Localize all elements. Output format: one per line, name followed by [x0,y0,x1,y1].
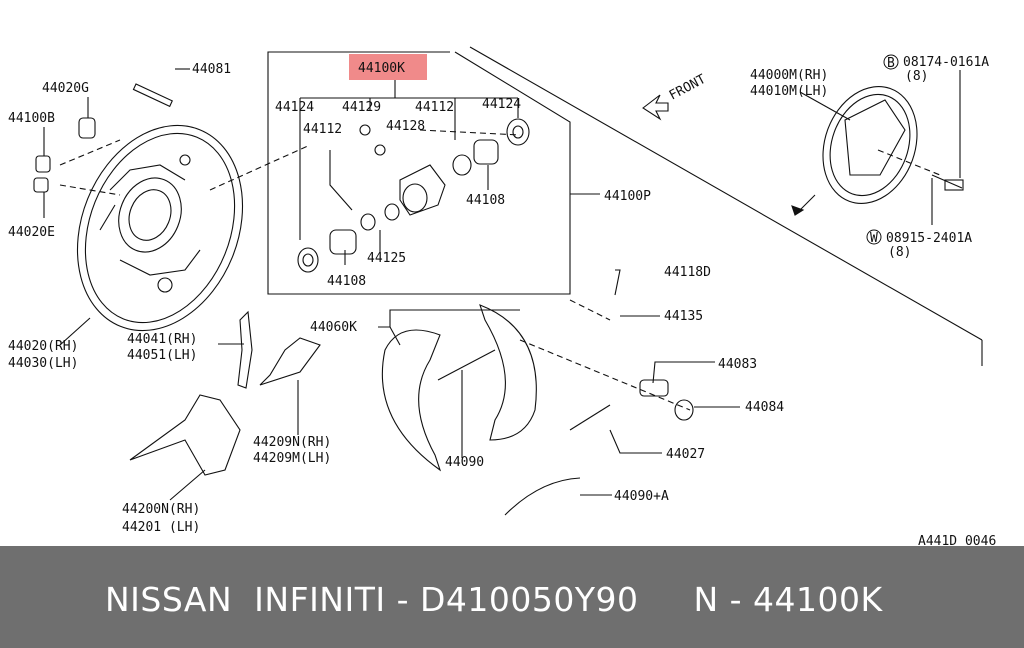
label-44081: 44081 [192,62,231,77]
drum-assembly-drawing [822,86,964,204]
label-44030-lh: 44030(LH) [8,356,78,371]
brake-assembly-diagram: 44100K 44081 44020G 44100B 44020E 44020(… [8,46,996,546]
label-44124-right: 44124 [482,97,521,112]
label-44100B: 44100B [8,111,55,126]
leader-lines [43,68,961,501]
label-44090: 44090 [445,455,484,470]
label-44027: 44027 [666,447,705,462]
diagram-reference-code: A441D 0046 [918,534,996,546]
b-circle-icon [883,54,899,70]
highlighted-part-box [349,54,427,80]
caption-text: NISSAN INFINITI - D410050Y90 N - 44100K [105,580,883,619]
front-arrow-icon [642,94,816,216]
label-44020E: 44020E [8,225,55,240]
label-44108-left: 44108 [327,274,366,289]
label-44020G: 44020G [42,81,89,96]
label-44090-a: 44090+A [614,489,669,504]
label-44108-right: 44108 [466,193,505,208]
label-44100K: 44100K [358,61,405,76]
caption-bar [0,546,1024,648]
dashed-guides [59,129,941,411]
label-44020-rh: 44020(RH) [8,339,78,354]
label-44125: 44125 [367,251,406,266]
wheel-cylinder-parts-drawing [297,118,530,273]
levers-drawing [129,310,321,476]
label-44118D: 44118D [664,265,711,280]
kit-frame [267,51,571,295]
label-44000M-rh: 44000M(RH) [750,68,828,83]
label-08915-2401A: 08915-2401A [886,231,972,246]
label-44135: 44135 [664,309,703,324]
label-44128: 44128 [386,119,425,134]
label-08174-0161A: 08174-0161A [903,55,989,70]
label-front: FRONT [667,72,709,104]
label-44051-lh: 44051(LH) [127,348,197,363]
label-44129: 44129 [342,100,381,115]
label-44084: 44084 [745,400,784,415]
label-44201-lh: 44201 (LH) [122,520,200,535]
label-44124-left: 44124 [275,100,314,115]
label-qty-8-top: (8) [905,69,928,84]
label-44100P: 44100P [604,189,651,204]
label-qty-8-bottom: (8) [888,245,911,260]
bolt-drawings [33,83,173,193]
label-44041-rh: 44041(RH) [127,332,197,347]
label-44209M-lh: 44209M(LH) [253,451,331,466]
label-44209N-rh: 44209N(RH) [253,435,331,450]
label-44200N-rh: 44200N(RH) [122,502,200,517]
label-44060K: 44060K [310,320,357,335]
w-circle-icon [866,229,882,245]
label-44112-left: 44112 [303,122,342,137]
backing-plate-drawing [76,124,244,332]
label-b-circle: B [887,56,895,71]
brake-shoes-drawing [381,304,694,516]
label-44112-right: 44112 [415,100,454,115]
label-44083: 44083 [718,357,757,372]
section-divider-line [469,46,983,341]
label-w-circle: W [870,231,878,246]
label-44010M-lh: 44010M(LH) [750,84,828,99]
